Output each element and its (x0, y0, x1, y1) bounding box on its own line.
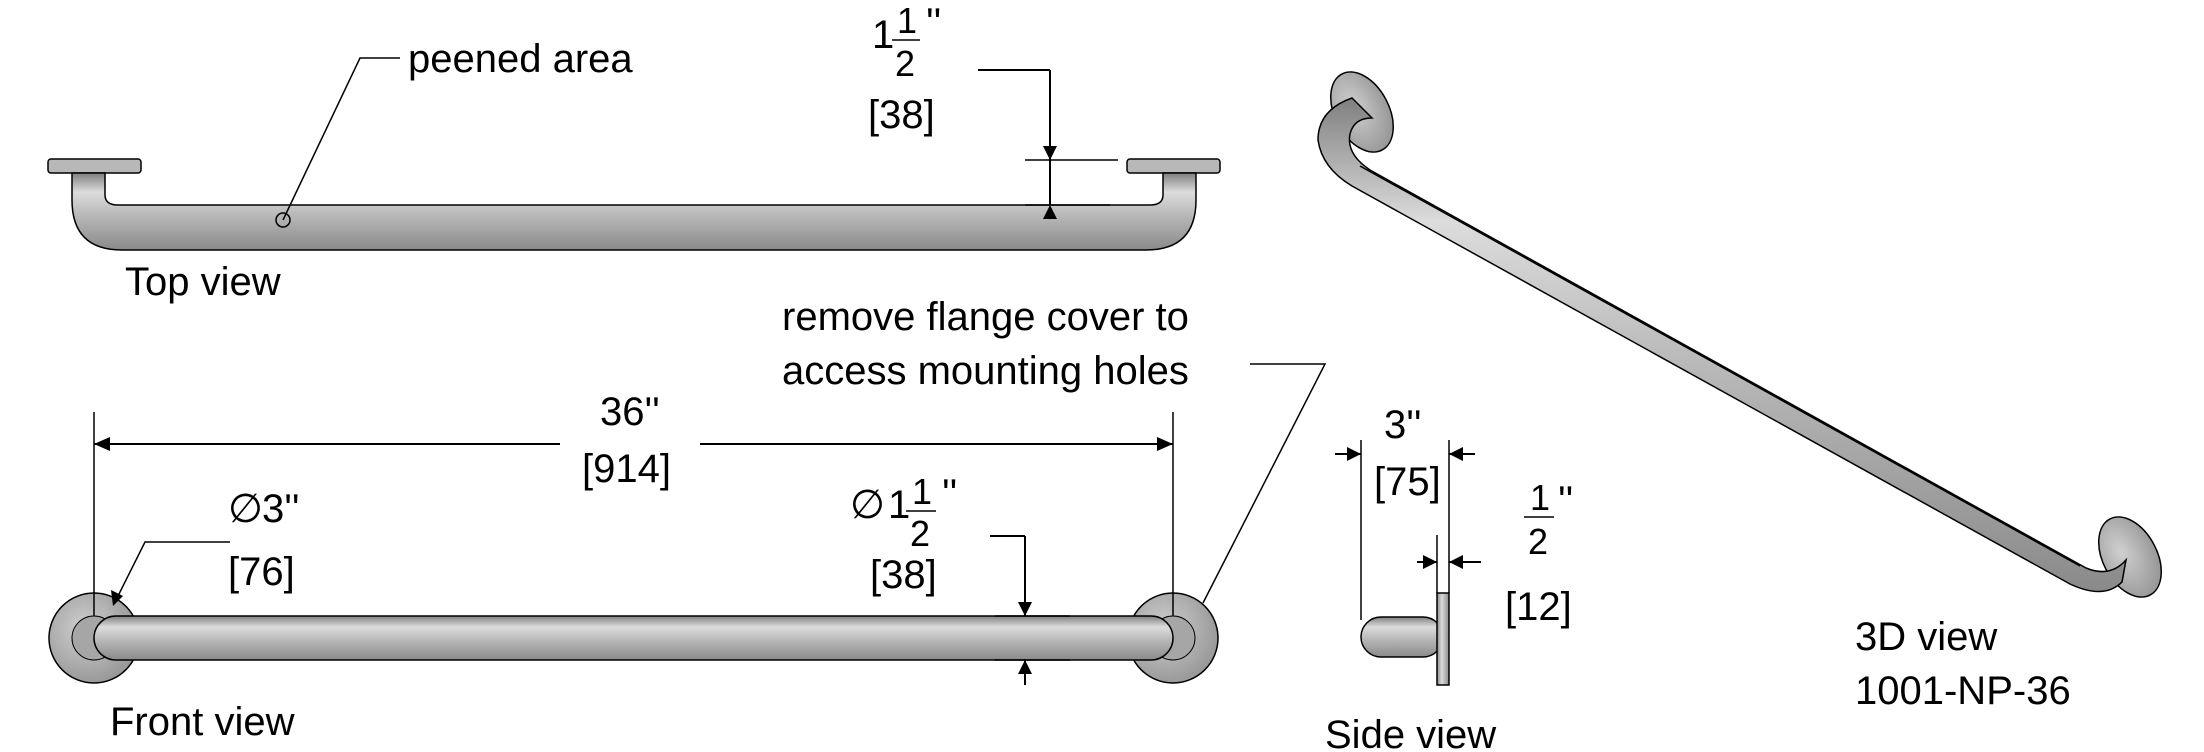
tube-dia-dim: ∅ 1 1 2 '' [38] (850, 471, 957, 597)
top-clearance-dim: 1 1 2 '' [38] (868, 0, 941, 137)
top-bar (71, 172, 1197, 251)
length-dim: 36'' [914] (582, 390, 671, 491)
iso-lower-flange (2098, 516, 2162, 598)
top-left-flange (47, 158, 142, 174)
svg-text:1: 1 (872, 13, 894, 57)
front-bar (93, 615, 1174, 661)
flange-note-line2: access mounting holes (782, 349, 1189, 393)
front-view-label: Front view (110, 700, 295, 744)
front-view: 36'' [914] ∅ 3'' [76] ∅ 1 1 2 '' [38] (48, 295, 1327, 744)
svg-text:3'': 3'' (1384, 403, 1422, 447)
svg-text:[914]: [914] (582, 447, 671, 491)
model-number: 1001-NP-36 (1855, 669, 2071, 713)
svg-text:[38]: [38] (870, 553, 937, 597)
iso-view: 3D view 1001-NP-36 (1317, 71, 2162, 713)
svg-text:36'': 36'' (600, 390, 660, 434)
peened-mark (275, 212, 291, 228)
side-view: 3'' [75] 1 2 '' [12] Side view (1325, 403, 1573, 752)
svg-text:[38]: [38] (868, 93, 935, 137)
svg-text:'': '' (1558, 479, 1573, 523)
svg-text:'': '' (942, 472, 957, 516)
svg-text:3'': 3'' (262, 487, 300, 531)
top-view-label: Top view (125, 260, 281, 304)
svg-text:1: 1 (1530, 477, 1550, 518)
side-view-label: Side view (1325, 713, 1496, 752)
flange-note-line1: remove flange cover to (782, 295, 1189, 339)
peened-area-label: peened area (408, 37, 633, 81)
svg-text:1: 1 (912, 471, 932, 512)
svg-text:∅: ∅ (228, 487, 263, 531)
svg-text:2: 2 (1528, 521, 1548, 562)
svg-text:2: 2 (895, 43, 915, 84)
side-depth-dim: 3'' [75] (1374, 403, 1441, 504)
top-view: peened area 1 1 2 '' [38] Top view (47, 0, 1221, 304)
svg-text:[12]: [12] (1505, 585, 1572, 629)
svg-text:∅: ∅ (850, 483, 885, 527)
svg-text:[75]: [75] (1374, 460, 1441, 504)
side-flange (1436, 592, 1450, 686)
top-right-flange (1126, 158, 1221, 174)
svg-text:1: 1 (888, 483, 910, 527)
svg-text:2: 2 (910, 513, 930, 554)
side-tube (1360, 616, 1444, 658)
svg-text:[76]: [76] (228, 550, 295, 594)
iso-view-label: 3D view (1855, 615, 1997, 659)
side-flange-dim: 1 2 '' [12] (1505, 477, 1573, 629)
iso-bar (1317, 97, 2128, 593)
svg-text:'': '' (926, 1, 941, 45)
flange-dia-dim: ∅ 3'' [76] (228, 487, 300, 594)
svg-text:1: 1 (897, 0, 917, 41)
